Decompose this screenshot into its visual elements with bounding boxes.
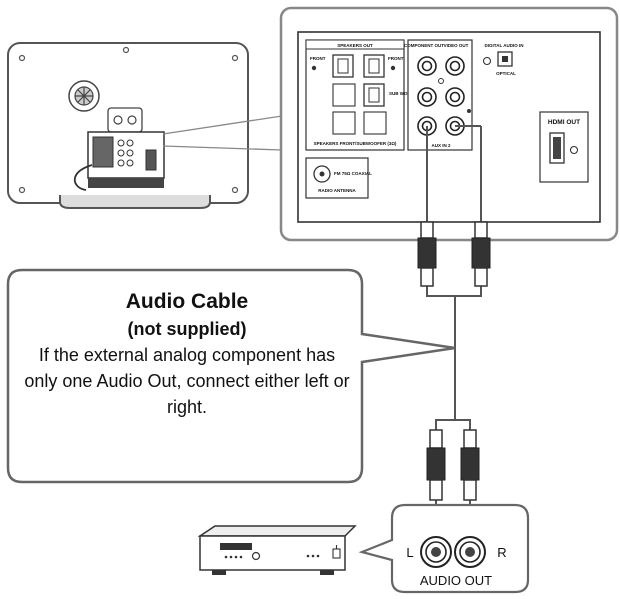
component-out-label: COMPONENT OUT: [404, 43, 444, 48]
speaker-terminal-subwoofer: [363, 83, 385, 107]
tv-screw: [231, 54, 239, 62]
speakers-out-label: SPEAKERS OUT: [337, 43, 373, 48]
external-audio-component: [197, 525, 357, 575]
audio-left-label: L: [406, 545, 413, 560]
tv-io-inner: [92, 136, 114, 168]
optical-label: OPTICAL: [496, 71, 516, 76]
speaker-terminal-left: [332, 54, 354, 78]
tv-rear-view: [7, 42, 283, 209]
rca-plug-bottom-left: [426, 429, 446, 501]
fm-coaxial-label: FM 75Ω COAXIAL: [334, 171, 372, 176]
speaker-blank: [363, 111, 387, 135]
speakers-strip-label: SPEAKERS FRONT/SUBWOOFER (3Ω): [314, 141, 397, 146]
tv-mini-jacks: [117, 139, 134, 167]
subwoofer-label: SUB WOOFER: [389, 91, 421, 96]
callout-body: If the external analog component has onl…: [24, 345, 350, 417]
speakers-strip-bg: [310, 139, 400, 147]
rca-plug-top-left: [417, 221, 437, 287]
audio-right-label: R: [497, 545, 506, 560]
tv-connector-block: [107, 107, 143, 133]
video-out-label: VIDEO OUT: [444, 43, 469, 48]
tv-strip: [88, 178, 164, 188]
callout-title: Audio Cable: [125, 290, 249, 313]
tv-cable: [73, 164, 93, 191]
callout-bubble: [6, 268, 456, 484]
rca-plug-bottom-right: [460, 429, 480, 501]
audio-jack-left: [420, 536, 452, 568]
hdmi-out-label: HDMI OUT: [548, 119, 580, 126]
digital-audio-label: DIGITAL AUDIO IN: [485, 43, 524, 48]
fan-icon: [68, 80, 100, 112]
tv-screw: [18, 186, 26, 194]
callout-text: Audio Cable (not supplied) If the extern…: [22, 288, 352, 420]
tv-screw: [18, 54, 26, 62]
speaker-terminal-right: [363, 54, 385, 78]
aux-in-label: AUX IN 2: [431, 143, 451, 148]
zoom-line-top: [162, 115, 283, 135]
zoom-line-bottom: [162, 145, 283, 151]
rear-panel-zoom: SPEAKERS OUT FRONT FRONT SUB WOOFER SPEA…: [279, 6, 619, 242]
hdmi-out-group: [539, 111, 589, 183]
radio-antenna-label: RADIO ANTENNA: [318, 188, 356, 193]
tv-screw: [231, 186, 239, 194]
tv-hdmi-mini: [145, 149, 157, 171]
speaker-blank: [332, 111, 356, 135]
rca-plug-top-right: [471, 221, 491, 287]
tv-screw: [122, 46, 130, 54]
front-left-label: FRONT: [310, 56, 326, 61]
callout-subtitle: (not supplied): [127, 319, 247, 339]
audio-jack-right: [454, 536, 486, 568]
front-right-label: FRONT: [388, 56, 404, 61]
tv-stand: [59, 195, 211, 209]
audio-out-label: AUDIO OUT: [420, 573, 492, 588]
speaker-blank: [332, 83, 356, 107]
